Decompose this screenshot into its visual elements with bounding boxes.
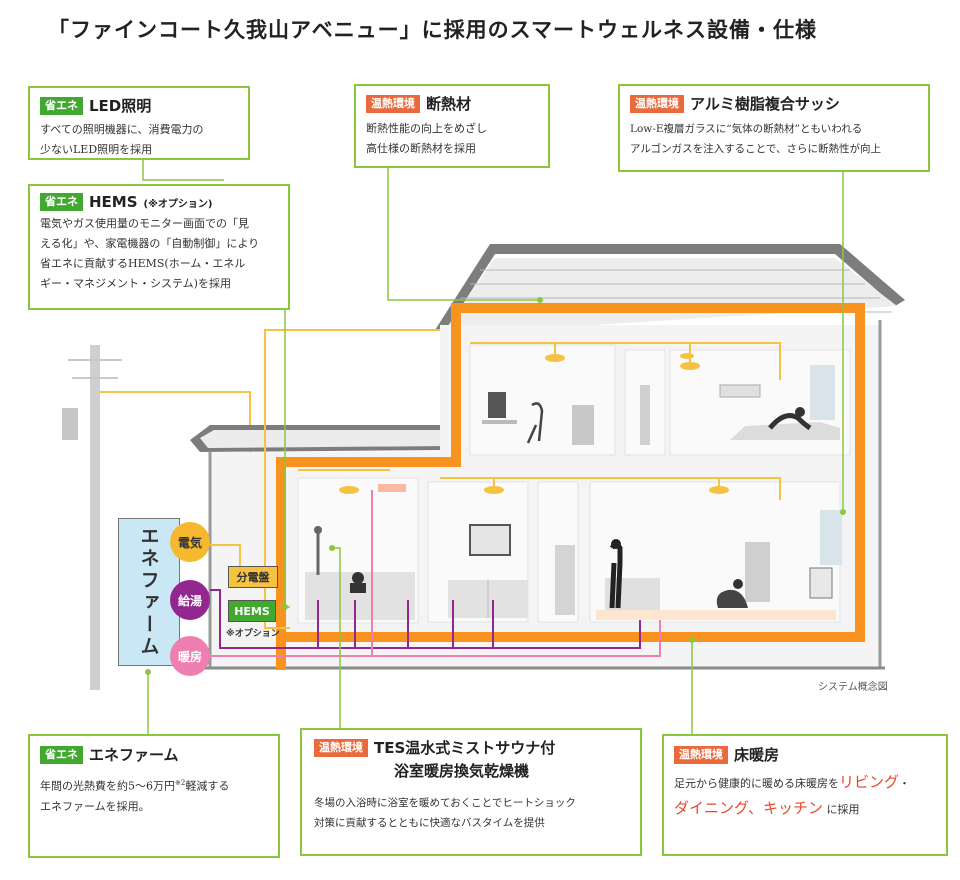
insulation-frame [276,303,865,670]
enefarm-unit: エネファーム [118,518,180,666]
distribution-panel: 分電盤 [228,566,278,588]
led-heading: LED照明 [89,97,152,115]
floor-heading: 床暖房 [734,746,780,764]
hems-line-1: 電気やガス使用量のモニター画面での「見 [40,217,249,230]
diagram-caption: システム概念図 [818,682,888,693]
led-tag: 省エネ [40,96,83,115]
insulation-heading: 断熱材 [426,95,472,113]
hems-unit: HEMS [228,600,276,622]
hems-heading-sub: (※オプション) [143,198,213,210]
floor-heating-box: 温熱環境 床暖房 足元から健康的に暖める床暖房をリビング・ ダイニング、キッチン… [662,734,948,856]
floor-line-1: 足元から健康的に暖める床暖房をリビング・ [674,773,911,791]
page-title: 「ファインコート久我山アベニュー」に採用のスマートウェルネス設備・仕様 [48,18,817,42]
enefarm-unit-label: エネファーム [137,526,160,658]
enefarm-box: 省エネ エネファーム 年間の光熱費を約5〜6万円※2軽減する エネファームを採用… [28,734,280,858]
hems-tag: 省エネ [40,193,83,211]
hems-box: 省エネ HEMS (※オプション) 電気やガス使用量のモニター画面での「見 える… [28,184,290,310]
bathroom-dryer-unit [378,484,406,492]
tes-box: 温熱環境 TES温水式ミストサウナ付 浴室暖房換気乾燥機 冬場の入浴時に浴室を暖… [300,728,642,856]
hems-heading: HEMS [89,193,138,211]
sash-heading: アルミ樹脂複合サッシ [690,95,840,113]
insulation-line-2: 高仕様の断熱材を採用 [366,142,476,155]
enefarm-heading: エネファーム [89,746,179,764]
electric-badge: 電気 [170,522,210,562]
tes-tag: 温熱環境 [314,738,368,757]
sash-tag: 温熱環境 [630,94,684,113]
heating-badge: 暖房 [170,636,210,676]
floor-tag: 温熱環境 [674,745,728,764]
insulation-box: 温熱環境 断熱材 断熱性能の向上をめざし 高仕様の断熱材を採用 [354,84,550,168]
floor-line-2: ダイニング、キッチン に採用 [674,799,860,817]
tes-line-1: 冬場の入浴時に浴室を暖めておくことでヒートショック [314,797,576,809]
hot-water-badge: 給湯 [170,580,210,620]
led-lights [339,353,729,494]
tes-heading-1: TES温水式ミストサウナ付 [374,739,556,757]
enefarm-line-2: エネファームを採用。 [40,799,150,813]
tes-heading-2: 浴室暖房換気乾燥機 [394,762,530,780]
enefarm-tag: 省エネ [40,745,83,764]
led-line-1: すべての照明機器に、消費電力の [40,123,204,136]
sash-line-2: アルゴンガスを注入することで、さらに断熱性が向上 [630,143,881,155]
insulation-tag: 温熱環境 [366,94,420,113]
hems-line-2: える化」や、家電機器の「自動制御」により [40,237,260,250]
sash-box: 温熱環境 アルミ樹脂複合サッシ Low-E複層ガラスに“気体の断熱材”ともいわれ… [618,84,930,172]
tes-line-2: 対策に貢献するとともに快適なバスタイムを提供 [314,817,545,829]
led-line-2: 少ないLED照明を採用 [40,143,153,156]
insulation-line-1: 断熱性能の向上をめざし [366,122,487,135]
enefarm-line-1: 年間の光熱費を約5〜6万円※2軽減する [40,779,230,793]
rooms [297,344,851,624]
hems-line-3: 省エネに貢献するHEMS(ホーム・エネル [40,257,246,270]
hems-line-4: ギー・マネジメント・システム)を採用 [40,277,231,290]
led-box: 省エネ LED照明 すべての照明機器に、消費電力の 少ないLED照明を採用 [28,86,250,160]
wiring [210,329,781,657]
sash-line-1: Low-E複層ガラスに“気体の断熱材”ともいわれる [630,123,863,135]
hems-option-note: ※オプション [226,629,280,639]
